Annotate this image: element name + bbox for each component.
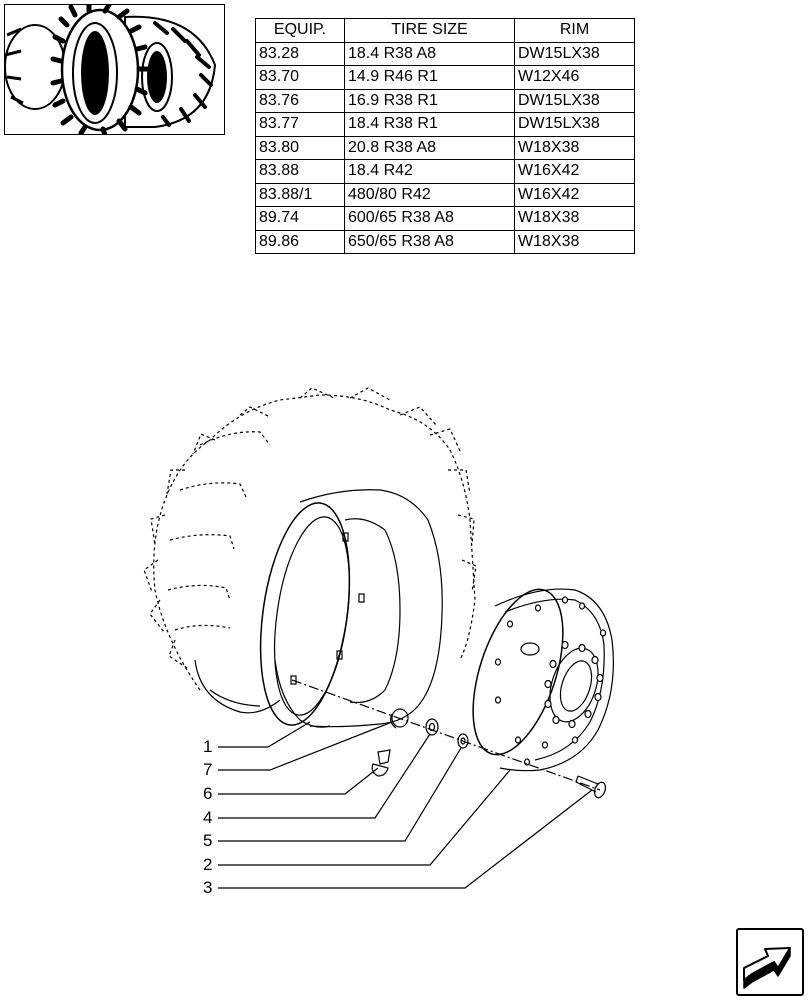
table-row: 89.86 650/65 R38 A8 W18X38 bbox=[255, 229, 635, 254]
header-rim: RIM bbox=[514, 18, 635, 43]
washer-part bbox=[425, 718, 439, 736]
cell-rim: W16X42 bbox=[514, 159, 635, 184]
table-row: 83.70 14.9 R46 R1 W12X46 bbox=[255, 65, 635, 90]
cell-equip: 83.80 bbox=[255, 135, 345, 160]
cell-rim: W18X38 bbox=[514, 206, 635, 231]
tire-outline bbox=[153, 394, 476, 691]
cell-equip: 83.76 bbox=[255, 88, 345, 113]
cell-rim: DW15LX38 bbox=[514, 41, 635, 66]
cell-rim: W18X38 bbox=[514, 135, 635, 160]
spacer-part bbox=[391, 708, 409, 728]
cell-equip: 83.28 bbox=[255, 41, 345, 66]
tractor-rear-wheel-icon bbox=[5, 5, 217, 134]
tire-lower-body bbox=[194, 659, 281, 714]
callout-5: 5 bbox=[203, 831, 213, 850]
table-row: 89.74 600/65 R38 A8 W18X38 bbox=[255, 206, 635, 231]
table-row: 83.76 16.9 R38 R1 DW15LX38 bbox=[255, 88, 635, 113]
callout-7: 7 bbox=[203, 760, 213, 779]
cell-equip: 89.74 bbox=[255, 206, 345, 231]
callout-2: 2 bbox=[203, 855, 213, 874]
tire-spec-table: EQUIP. TIRE SIZE RIM 83.28 18.4 R38 A8 D… bbox=[255, 18, 635, 254]
cell-rim: W12X46 bbox=[514, 65, 635, 90]
cell-rim: W18X38 bbox=[514, 229, 635, 254]
next-page-arrow-icon bbox=[743, 947, 791, 989]
table-header-row: EQUIP. TIRE SIZE RIM bbox=[255, 18, 635, 43]
cell-equip: 89.86 bbox=[255, 229, 345, 254]
table-row: 83.88/1 480/80 R42 W16X42 bbox=[255, 182, 635, 207]
cell-tire-size: 14.9 R46 R1 bbox=[344, 65, 515, 90]
next-page-button[interactable] bbox=[736, 928, 804, 996]
cell-equip: 83.77 bbox=[255, 112, 345, 137]
callout-3: 3 bbox=[203, 878, 213, 897]
valve-part bbox=[371, 749, 391, 777]
rim-outer-ring bbox=[259, 502, 351, 726]
wheel-thumbnail bbox=[4, 4, 225, 135]
cell-equip: 83.70 bbox=[255, 65, 345, 90]
bolt-part bbox=[575, 775, 599, 793]
cell-tire-size: 16.9 R38 R1 bbox=[344, 88, 515, 113]
cell-rim: DW15LX38 bbox=[514, 88, 635, 113]
callout-4: 4 bbox=[203, 808, 213, 827]
disc-hub bbox=[549, 647, 599, 723]
callout-1: 1 bbox=[203, 737, 213, 756]
lock-washer-part bbox=[457, 733, 469, 749]
cell-rim: DW15LX38 bbox=[514, 112, 635, 137]
cell-tire-size: 18.4 R38 A8 bbox=[344, 41, 515, 66]
table-row: 83.28 18.4 R38 A8 DW15LX38 bbox=[255, 41, 635, 66]
callout-6: 6 bbox=[203, 784, 213, 803]
cell-tire-size: 650/65 R38 A8 bbox=[344, 229, 515, 254]
table-row: 83.88 18.4 R42 W16X42 bbox=[255, 159, 635, 184]
